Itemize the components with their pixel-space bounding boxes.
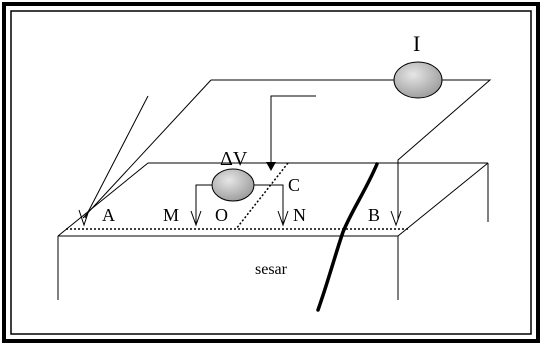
current-circuit <box>82 79 492 220</box>
voltmeter-oval-icon <box>211 168 255 202</box>
label-electrode-b: B <box>368 205 380 225</box>
ground-block <box>57 162 489 300</box>
label-electrode-m: M <box>163 205 179 225</box>
ammeter-oval-icon <box>393 61 443 99</box>
label-electrode-n: N <box>293 205 306 225</box>
center-current-arrowhead <box>266 162 276 171</box>
label-electrode-a: A <box>102 205 115 225</box>
label-electrode-o: O <box>215 205 228 225</box>
label-potential: ΔV <box>220 148 248 170</box>
label-fault: sesar <box>255 261 288 278</box>
label-center: C <box>288 175 300 195</box>
fault-line <box>316 162 379 312</box>
electrode-arrows <box>78 190 402 227</box>
inner-frame <box>10 10 532 335</box>
label-current: I <box>413 31 420 56</box>
